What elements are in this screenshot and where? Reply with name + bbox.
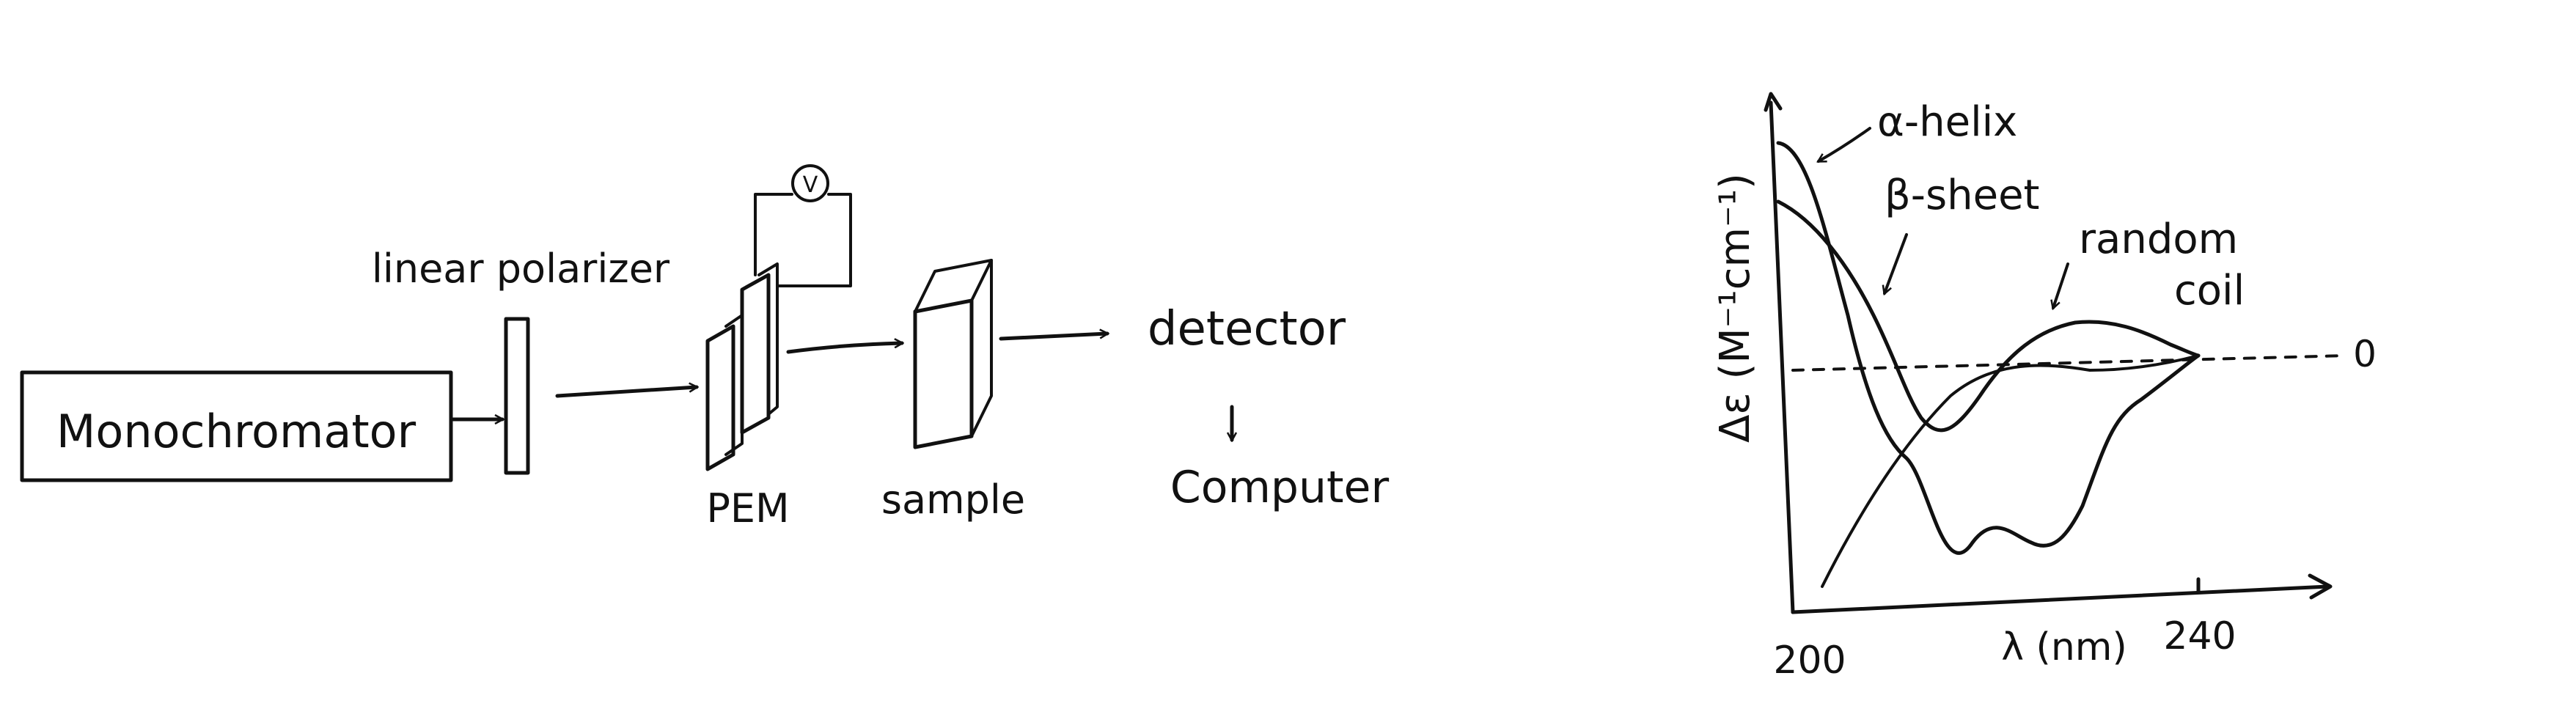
sample-label: sample (881, 477, 1025, 523)
photoelastic-modulator: V PEM (705, 164, 852, 532)
pem-transducer-front (740, 273, 771, 435)
curve-alpha-helix (1776, 141, 2201, 555)
random-coil-pointer (2053, 262, 2069, 308)
pem-wire-right (776, 193, 852, 287)
polarizer-plate (504, 317, 530, 475)
beta-sheet-label: β-sheet (1885, 172, 2039, 219)
cuvette-side (970, 259, 993, 438)
pem-crystal-front (705, 324, 735, 471)
monochromator-box (20, 370, 453, 482)
cd-spectra-plot: α-helix β-sheet random coil Δε (M⁻¹cm⁻¹)… (1711, 92, 2377, 683)
x-axis-arrowhead (2308, 573, 2333, 600)
alpha-helix-pointer (1819, 127, 1871, 163)
random-coil-label-line1: random (2079, 216, 2238, 263)
monochromator-label: Monochromator (56, 405, 417, 458)
voltage-symbol: V (803, 172, 818, 198)
x-axis-label: λ (nm) (2001, 625, 2127, 669)
pem-wire-left (754, 193, 793, 276)
setup-diagram: Monochromator linear polarizer V PEM (20, 164, 1390, 532)
zero-baseline (1791, 354, 2348, 372)
arrow-to-pem (555, 387, 697, 398)
x-axis (1791, 584, 2330, 614)
detector-label: detector (1148, 302, 1346, 356)
arrow-to-detector (999, 334, 1107, 341)
arrow-to-sample (786, 343, 902, 354)
pem-label: PEM (706, 485, 789, 532)
voltage-source-icon (791, 164, 829, 202)
pem-transducer-side (757, 262, 779, 416)
curve-beta-sheet (1776, 199, 2201, 433)
linear-polarizer: linear polarizer (372, 246, 670, 475)
random-coil-label-line2: coil (2174, 267, 2245, 315)
y-axis-label: Δε (M⁻¹cm⁻¹) (1711, 173, 1759, 443)
x-tick-label-240: 240 (2163, 614, 2236, 658)
zero-label: 0 (2353, 333, 2377, 375)
y-axis (1769, 100, 1795, 614)
beta-sheet-pointer (1885, 233, 1908, 293)
computer-label: Computer (1170, 462, 1390, 513)
sample-cuvette: sample (881, 259, 1025, 523)
x-tick-label-200: 200 (1773, 639, 1846, 683)
monochromator: Monochromator (20, 370, 453, 482)
cuvette-top (914, 259, 993, 313)
y-axis-arrowhead (1764, 92, 1783, 112)
alpha-helix-label: α-helix (1877, 98, 2017, 146)
cuvette-front (913, 298, 974, 449)
polarizer-label: linear polarizer (372, 246, 670, 292)
curve-random-coil (1821, 354, 2200, 588)
